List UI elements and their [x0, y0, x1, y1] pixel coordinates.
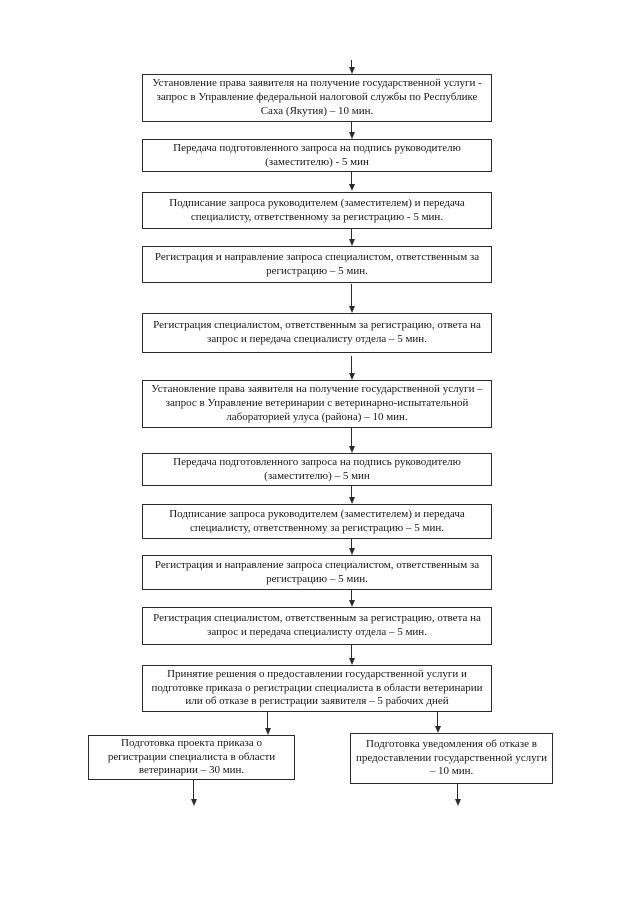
arrow-down-connector [351, 486, 352, 497]
arrow-down-connector [437, 712, 438, 726]
arrow-down-connector [351, 356, 352, 373]
arrow-down-connector [351, 171, 352, 184]
arrow-down-connector [351, 645, 352, 658]
arrow-down-connector [351, 60, 352, 67]
flow-step-11: Принятие решения о предоставлении госуда… [142, 665, 492, 712]
arrow-down-connector [457, 784, 458, 799]
flow-step-10: Регистрация специалистом, ответственным … [142, 607, 492, 645]
arrow-down-connector [267, 712, 268, 728]
arrow-down-connector [351, 122, 352, 132]
arrow-down-connector [193, 780, 194, 799]
flow-step-2: Передача подготовленного запроса на подп… [142, 139, 492, 172]
flow-step-4: Регистрация и направление запроса специа… [142, 246, 492, 283]
flow-step-1: Установление права заявителя на получени… [142, 74, 492, 122]
arrow-down-connector [351, 428, 352, 446]
flow-step-7: Передача подготовленного запроса на подп… [142, 453, 492, 486]
flow-step-3: Подписание запроса руководителем (замест… [142, 192, 492, 229]
branch-left-box: Подготовка проекта приказа о регистрации… [88, 735, 295, 780]
arrow-down-connector [351, 284, 352, 306]
flow-step-5: Регистрация специалистом, ответственным … [142, 313, 492, 353]
arrow-down-connector [351, 539, 352, 548]
flow-step-6: Установление права заявителя на получени… [142, 380, 492, 428]
arrow-down-connector [351, 590, 352, 600]
arrow-down-connector [351, 229, 352, 239]
flow-step-9: Регистрация и направление запроса специа… [142, 555, 492, 590]
flow-step-8: Подписание запроса руководителем (замест… [142, 504, 492, 539]
branch-right-box: Подготовка уведомления об отказе в предо… [350, 733, 553, 784]
